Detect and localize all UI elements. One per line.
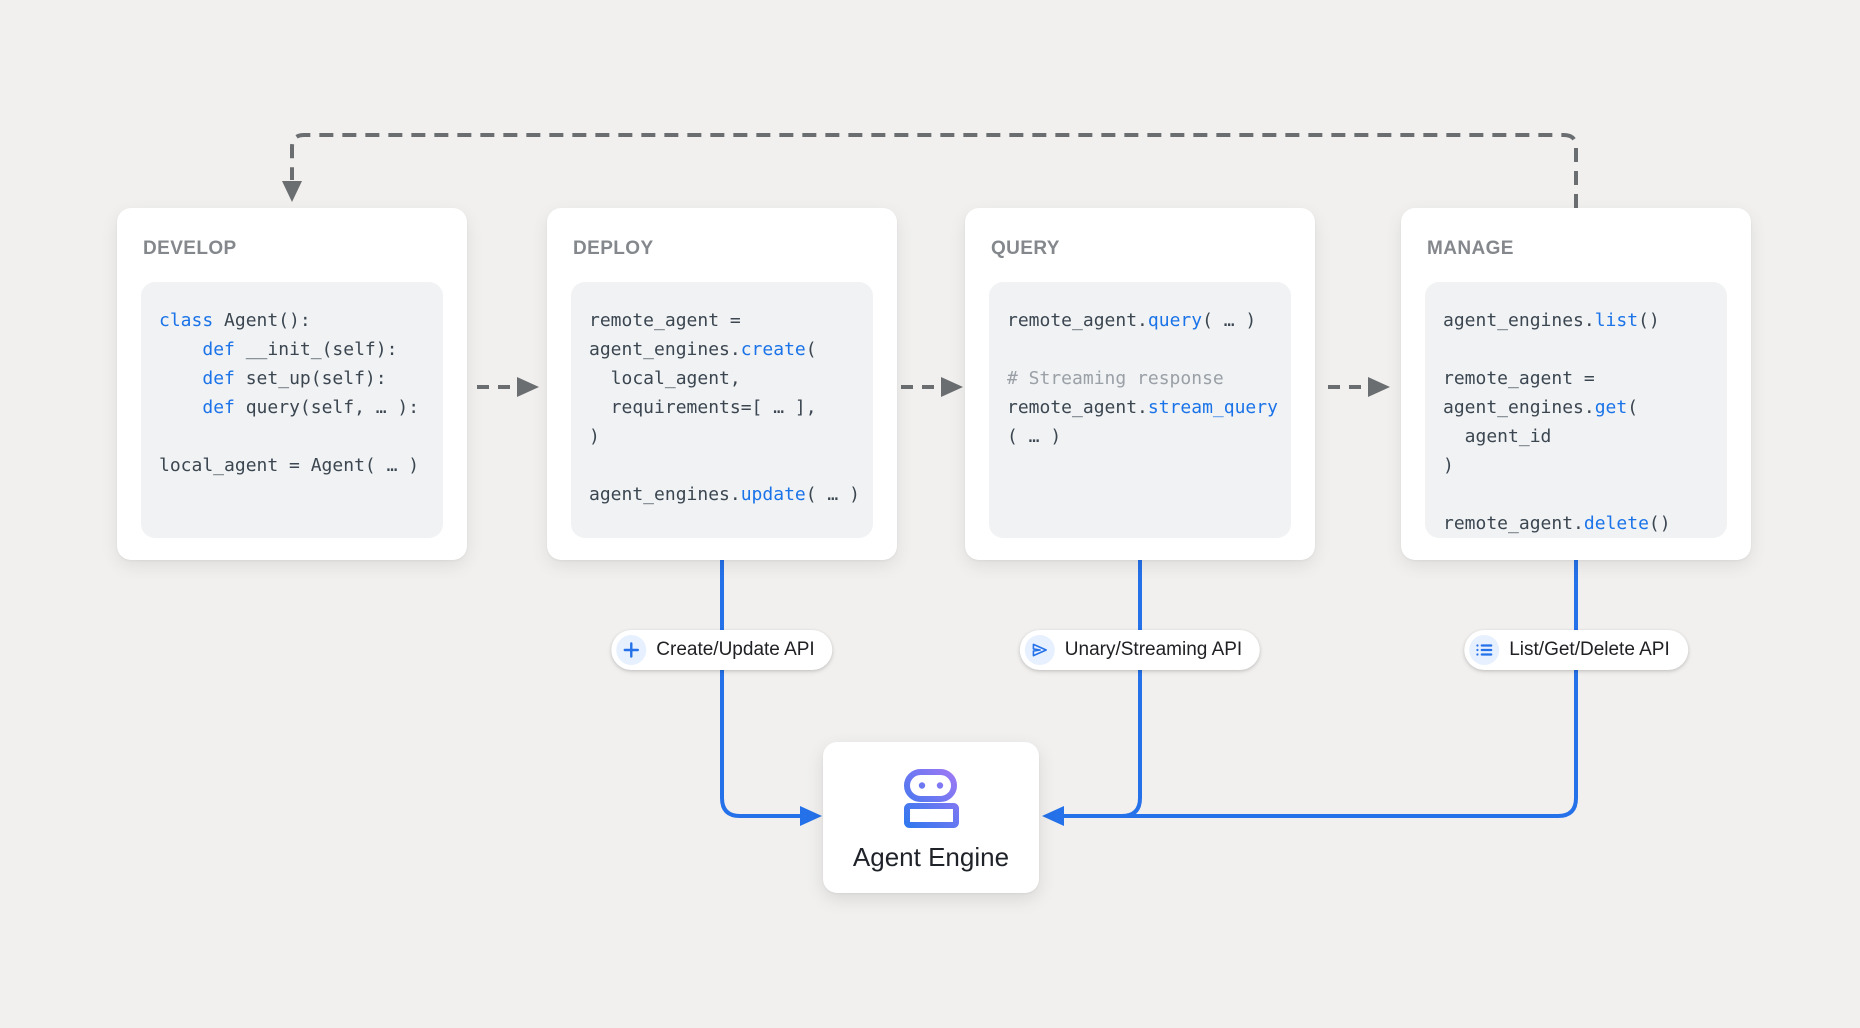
code-line: ) — [1443, 455, 1454, 476]
code-line: remote_agent = — [589, 310, 741, 331]
code-line: def query(self, … ): — [202, 397, 420, 418]
code-line: requirements=[ … ], — [589, 397, 817, 418]
code-block: agent_engines.list() remote_agent = agent… — [1425, 282, 1727, 538]
code-line — [1443, 480, 1709, 509]
code-block: remote_agent.query( … ) # Streaming resp… — [989, 282, 1291, 538]
api-pill-label: Create/Update API — [656, 639, 815, 660]
card-title: MANAGE — [1427, 238, 1514, 259]
api-pill-label: Unary/Streaming API — [1064, 639, 1243, 660]
code-line: agent_engines.create( — [589, 339, 817, 360]
list-icon — [1469, 635, 1500, 665]
api-pill-create-update-api: Create/Update API — [611, 630, 833, 670]
api-pill-unary-streaming-api: Unary/Streaming API — [1019, 630, 1261, 670]
query-to-manage-arrow — [1328, 377, 1390, 397]
code-line: local_agent = Agent( … ) — [159, 455, 420, 476]
card-query: QUERY remote_agent.query( … ) # Streaming… — [965, 208, 1315, 560]
code-line: agent_engines.update( … ) — [589, 484, 860, 505]
code-line: remote_agent = — [1443, 368, 1595, 389]
code-line: remote_agent.query( … ) — [1007, 310, 1257, 331]
code-block: class Agent(): def __init_(self): def se… — [141, 282, 443, 538]
code-line: def set_up(self): — [202, 368, 387, 389]
code-line — [589, 451, 855, 480]
code-line: local_agent, — [589, 368, 741, 389]
code-line: remote_agent.delete() — [1443, 513, 1671, 534]
manage-to-engine-line — [1120, 560, 1578, 818]
code-line — [159, 422, 425, 451]
code-line: ( … ) — [1007, 426, 1062, 447]
code-line: ) — [589, 426, 600, 447]
agent-engine-box: Agent Engine — [823, 742, 1039, 893]
feedback-loop-line — [290, 133, 1578, 208]
code-line: def __init_(self): — [202, 339, 398, 360]
code-line: agent_engines.list() — [1443, 310, 1660, 331]
code-line: agent_id — [1443, 426, 1552, 447]
api-pill-label: List/Get/Delete API — [1509, 639, 1670, 660]
agent-engine-label: Agent Engine — [852, 842, 1010, 872]
code-line — [1443, 335, 1709, 364]
plus-icon — [616, 635, 647, 665]
code-line — [1007, 335, 1273, 364]
send-icon — [1024, 635, 1055, 665]
feedback-arrowhead — [282, 181, 302, 202]
card-title: DEVELOP — [143, 238, 237, 259]
code-line: # Streaming response — [1007, 368, 1224, 389]
deploy-to-query-arrow — [901, 377, 963, 397]
code-line: class Agent(): — [159, 310, 311, 331]
query-to-engine-line — [1042, 560, 1142, 826]
card-title: DEPLOY — [573, 238, 654, 259]
deploy-to-engine-line — [720, 560, 822, 826]
card-develop: DEVELOP class Agent(): def __init_(self):… — [117, 208, 467, 560]
robot-icon — [904, 769, 959, 828]
card-title: QUERY — [991, 238, 1060, 259]
develop-to-deploy-arrow — [477, 377, 539, 397]
code-line: agent_engines.get( — [1443, 397, 1639, 418]
api-pill-list-get-delete-api: List/Get/Delete API — [1464, 630, 1688, 670]
card-deploy: DEPLOY remote_agent = agent_engines.create… — [547, 208, 897, 560]
card-manage: MANAGE agent_engines.list() remote_agent … — [1401, 208, 1751, 560]
code-block: remote_agent = agent_engines.create( loca… — [571, 282, 873, 538]
code-line: remote_agent.stream_query — [1007, 397, 1278, 418]
